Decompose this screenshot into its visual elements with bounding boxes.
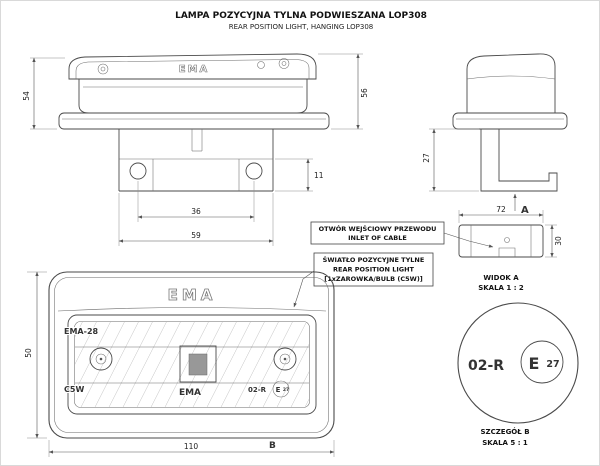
dim-label-56: 56 bbox=[360, 88, 369, 98]
model-text: EMA-28 bbox=[64, 327, 99, 336]
dim-bracket-depth: 27 bbox=[422, 128, 479, 192]
dim-view-a-width: 72 bbox=[458, 205, 544, 223]
front-face-view: EMA EMA-28 C5W EMA 02-R E 27 50 bbox=[24, 271, 335, 457]
mounting-hole-left bbox=[129, 162, 147, 180]
side-lamp-body bbox=[466, 53, 556, 114]
cable-note-line2: INLET OF CABLE bbox=[348, 234, 407, 242]
dim-face-width: 110 bbox=[48, 440, 335, 457]
housing-brand-text: EMA bbox=[168, 286, 217, 304]
e-mark-number: 27 bbox=[283, 387, 289, 393]
bulb-window bbox=[179, 345, 217, 383]
e-mark-letter: E bbox=[276, 386, 281, 394]
housing-outline bbox=[48, 271, 335, 439]
side-lamp-seam bbox=[466, 75, 556, 80]
view-a: 72 30 WIDOK A SKALA 1 : 2 bbox=[458, 205, 563, 292]
detail-b-view: 02-R E 27 SZCZEGÓŁ B SKALA 5 : 1 bbox=[457, 302, 579, 447]
light-note-line3: [1xZAROWKA/BULB (C5W)] bbox=[324, 275, 423, 283]
top-band-brand-text: EMA bbox=[179, 64, 210, 75]
lamp-top-band bbox=[68, 53, 317, 80]
dim-label-54: 54 bbox=[22, 91, 31, 101]
light-note: ŚWIATŁO POZYCYJNE TYLNE REAR POSITION LI… bbox=[293, 252, 434, 308]
cable-inlet-note: OTWÓR WEJŚCIOWY PRZEWODU INLET OF CABLE bbox=[310, 221, 494, 248]
detail-b-scale: SKALA 5 : 1 bbox=[482, 439, 528, 447]
front-elevation-view: EMA 54 56 bbox=[22, 53, 369, 246]
dim-label-59: 59 bbox=[191, 231, 201, 240]
view-direction-arrow: A bbox=[513, 193, 529, 216]
dim-label-110: 110 bbox=[184, 442, 199, 451]
dim-height-right: 56 bbox=[318, 53, 369, 130]
top-band-separator bbox=[57, 307, 327, 312]
view-a-outline bbox=[458, 224, 544, 258]
e-mark-circle bbox=[520, 340, 564, 384]
side-flange bbox=[452, 112, 568, 130]
cable-note-line1: OTWÓR WEJŚCIOWY PRZEWODU bbox=[319, 224, 437, 233]
lens-screw-right bbox=[273, 347, 297, 371]
dim-height-left: 54 bbox=[22, 57, 65, 130]
dim-label-36: 36 bbox=[191, 207, 201, 216]
top-band-screw-left bbox=[97, 63, 109, 75]
side-bracket bbox=[480, 129, 558, 192]
lens-inner-outline bbox=[74, 321, 310, 408]
detail-approval-text: 02-R bbox=[468, 358, 504, 374]
side-view: 27 A bbox=[422, 53, 568, 216]
dim-label-50: 50 bbox=[24, 348, 33, 358]
approval-text: 02-R bbox=[248, 386, 267, 394]
view-a-caption: WIDOK A bbox=[483, 274, 519, 282]
housing-inner-outline bbox=[54, 277, 329, 433]
lens-screw-left bbox=[89, 347, 113, 371]
hanging-bracket bbox=[118, 129, 274, 192]
mounting-flange bbox=[58, 112, 330, 130]
lens-outline bbox=[67, 314, 317, 415]
dim-face-height: 50 bbox=[24, 271, 47, 439]
dim-label-11: 11 bbox=[314, 171, 324, 180]
e-mark-small: E 27 bbox=[272, 380, 290, 398]
bulb-type-text: C5W bbox=[64, 385, 84, 394]
dim-view-a-depth: 30 bbox=[545, 224, 563, 258]
view-direction-label: A bbox=[521, 205, 529, 216]
light-note-line1: ŚWIATŁO POZYCYJNE TYLNE bbox=[323, 255, 425, 264]
cable-inlet-notch bbox=[498, 247, 516, 257]
light-note-line2: REAR POSITION LIGHT bbox=[333, 266, 415, 274]
dim-label-27: 27 bbox=[422, 153, 431, 163]
mounting-hole-right bbox=[245, 162, 263, 180]
detail-e-number: 27 bbox=[546, 359, 559, 370]
cable-note-leader bbox=[443, 232, 494, 248]
dim-bracket-step: 11 bbox=[275, 158, 324, 192]
detail-b-circle bbox=[457, 302, 579, 424]
lamp-body bbox=[78, 78, 308, 114]
view-a-hole bbox=[504, 237, 510, 243]
detail-e-letter: E bbox=[529, 354, 540, 373]
title-block: LAMPA POZYCYJNA TYLNA PODWIESZANA LOP308… bbox=[175, 11, 427, 31]
dim-label-30: 30 bbox=[554, 236, 563, 246]
dim-label-72: 72 bbox=[496, 205, 506, 214]
light-note-box bbox=[313, 252, 434, 287]
drawing-title-pl: LAMPA POZYCYJNA TYLNA PODWIESZANA LOP308 bbox=[175, 11, 427, 21]
detail-b-callout: B bbox=[269, 441, 276, 451]
dim-bracket-width: 59 bbox=[118, 193, 274, 246]
dim-hole-spacing: 36 bbox=[137, 181, 255, 222]
view-a-scale: SKALA 1 : 2 bbox=[478, 284, 524, 292]
detail-b-caption: SZCZEGÓŁ B bbox=[480, 427, 529, 436]
bulb bbox=[188, 353, 208, 376]
light-note-leader bbox=[293, 270, 315, 308]
drawing-title-en: REAR POSITION LIGHT, HANGING LOP308 bbox=[229, 23, 374, 31]
lens-brand-text: EMA bbox=[179, 388, 201, 398]
lamp-top-band-inner bbox=[75, 59, 310, 79]
top-band-screw-right bbox=[278, 58, 290, 69]
top-band-approval-mark bbox=[257, 61, 265, 69]
